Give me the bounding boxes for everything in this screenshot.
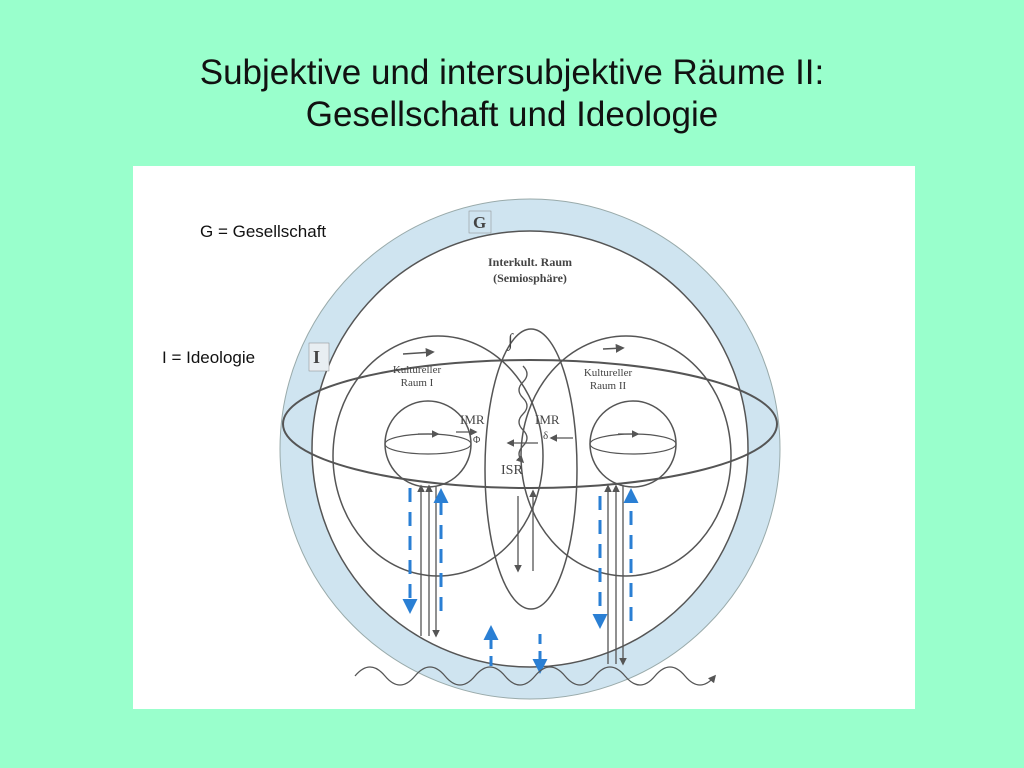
bottom-wave xyxy=(354,666,716,686)
slide-title: Subjektive und intersubjektive Räume II:… xyxy=(0,52,1024,136)
intercultural-space-label-1: Interkult. Raum xyxy=(488,255,572,269)
imr-right-symbol: δ xyxy=(543,430,548,442)
lobe-right-arrow xyxy=(602,343,625,353)
slide-title-line-1: Subjektive und intersubjektive Räume II: xyxy=(199,53,825,92)
inner-sphere-left xyxy=(384,400,472,488)
legend-i-definition: I = Ideologie xyxy=(162,348,255,367)
ideology-ring-arrow xyxy=(402,347,435,357)
space-diagram: G I Interkult. Raum (Semiosphäre) Kultur… xyxy=(162,198,781,700)
society-ring-inner xyxy=(311,230,749,668)
legend-g-definition: G = Gesellschaft xyxy=(200,222,326,241)
intercultural-space-label-2: (Semiosphäre) xyxy=(493,271,567,285)
cultural-space-1-label-2: Raum I xyxy=(401,377,434,389)
cultural-space-2-label-1: Kultureller xyxy=(584,367,633,379)
cultural-space-1-label-1: Kultureller xyxy=(393,364,442,376)
center-wave xyxy=(515,365,528,464)
slide-title-line-2: Gesellschaft und Ideologie xyxy=(305,95,719,134)
label-i: I xyxy=(313,347,320,367)
ideology-ellipse xyxy=(282,359,778,489)
inner-sphere-right xyxy=(589,400,677,488)
intercultural-space-ellipse xyxy=(484,328,578,610)
label-i-box xyxy=(308,342,330,372)
cultural-space-2-label-2: Raum II xyxy=(590,380,627,392)
isr-label: ISR xyxy=(501,463,523,478)
integral-symbol: ∫ xyxy=(507,330,514,351)
imr-left-symbol: Φ xyxy=(473,435,480,446)
figure-panel: G I Interkult. Raum (Semiosphäre) Kultur… xyxy=(133,166,915,709)
label-g: G xyxy=(473,213,486,232)
cultural-space-1-lobe xyxy=(332,335,544,577)
label-g-box xyxy=(468,210,492,234)
imr-left-label: IMR xyxy=(460,412,485,427)
imr-right-label: IMR xyxy=(535,412,560,427)
